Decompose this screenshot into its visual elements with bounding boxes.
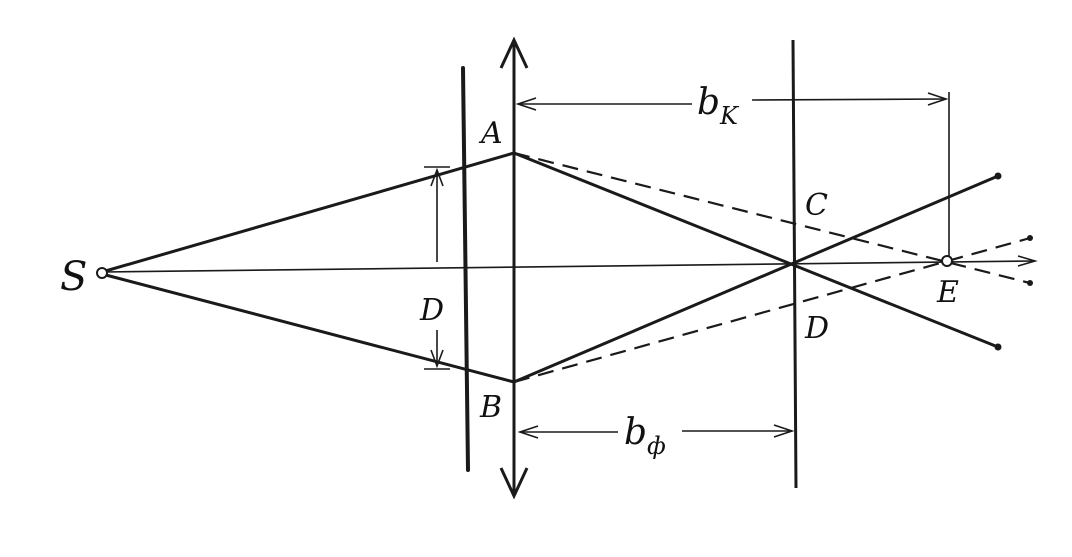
label-point-a: A [478, 116, 503, 151]
dashed-ray-b-to-e [513, 236, 1031, 384]
label-source: S [60, 254, 87, 300]
label-aperture: D [419, 293, 444, 328]
label-dist-k-sub: K [719, 102, 740, 130]
bk-arrow-right [927, 92, 949, 106]
optical-axis [103, 260, 1036, 273]
dashed-end-dot-top [1027, 235, 1033, 241]
label-point-d: D [804, 311, 829, 346]
point-e-marker [941, 255, 953, 267]
bk-dim-line-right [751, 98, 947, 101]
diaphragm-screen [461, 66, 470, 472]
label-dist-k-main: b [697, 82, 720, 123]
label-point-b: B [479, 390, 502, 425]
label-point-c: C [805, 188, 828, 223]
aperture-arrow-bottom [430, 349, 444, 369]
aperture-arrow-top [430, 167, 444, 187]
ray-a-through-focus [512, 151, 1000, 349]
bk-arrow-left [515, 97, 537, 111]
lens-top-arrowhead [499, 36, 529, 69]
label-dist-f: bф [624, 412, 666, 460]
label-dist-k: bK [697, 82, 740, 130]
source-point-marker [96, 267, 108, 279]
label-point-e: E [936, 275, 959, 310]
bf-arrow-left [517, 425, 539, 439]
axis-end-arrowhead [1017, 255, 1038, 267]
ray-source-to-b [100, 272, 516, 384]
label-dist-f-sub: ф [647, 432, 666, 460]
ray-source-to-a [100, 151, 516, 274]
ray-b-through-focus [512, 174, 1000, 384]
dashed-ray-a-to-e [513, 151, 1031, 285]
ray-end-dot-bottom [994, 343, 1002, 351]
ray-end-dot-top [994, 172, 1002, 180]
label-dist-f-main: b [624, 412, 647, 453]
lens-bottom-arrowhead [499, 467, 529, 500]
dashed-end-dot-bottom [1027, 280, 1033, 286]
bf-arrow-right [773, 424, 795, 438]
